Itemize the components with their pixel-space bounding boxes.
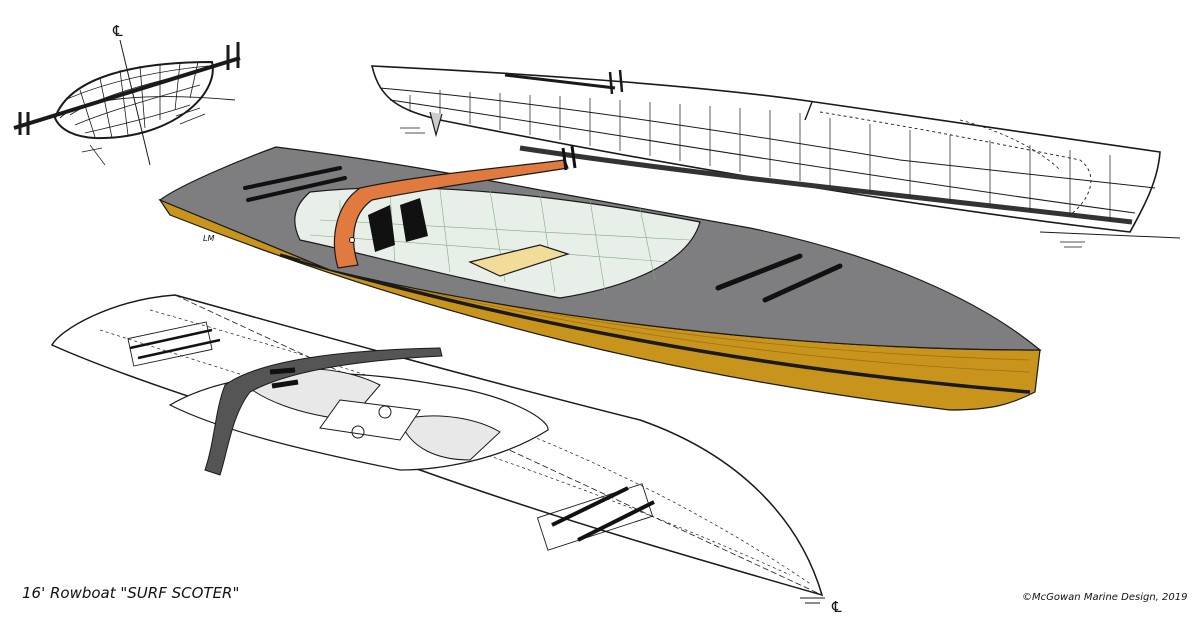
section-waterline <box>59 96 236 119</box>
perspective-view <box>158 145 1042 411</box>
section-oar-beam <box>13 56 241 130</box>
section-centerline <box>119 39 151 166</box>
profile-baseline <box>1039 231 1181 239</box>
plan-seat-hole-2 <box>351 425 365 439</box>
plan-view <box>50 294 825 604</box>
section-view <box>13 39 241 166</box>
profile-sheer-line <box>379 87 1156 189</box>
plan-bow-straps <box>129 328 221 360</box>
section-waterlines <box>64 65 209 134</box>
profile-stations <box>409 90 1111 221</box>
perspective-foot-braces <box>368 198 428 252</box>
section-hull-outline <box>53 60 214 140</box>
perspective-rubstrake <box>279 253 1031 394</box>
perspective-oarlock <box>561 145 577 171</box>
plan-aft-well <box>399 415 501 461</box>
plan-outrigger <box>204 347 443 476</box>
profile-outrigger <box>504 73 616 90</box>
profile-deck-step <box>804 101 813 121</box>
profile-rubstrake <box>519 145 1133 225</box>
profile-hatching <box>400 127 1085 248</box>
perspective-cockpit <box>294 187 701 299</box>
profile-hidden-lines <box>819 111 1092 216</box>
section-hatching <box>81 107 206 166</box>
plan-seat <box>319 399 421 441</box>
profile-view <box>370 65 1181 248</box>
plan-foot-braces <box>269 367 299 389</box>
plan-seat-hole-1 <box>378 405 392 419</box>
drawing-title: 16' Rowboat "SURF SCOTER" <box>22 584 240 602</box>
section-centerline-mark: ℄ <box>112 22 123 40</box>
perspective-seat <box>468 244 570 277</box>
plan-hidden-lines <box>99 309 813 586</box>
plan-centerline-mark: ℄ <box>831 598 842 616</box>
plan-stern-hatch <box>536 483 654 551</box>
section-oarlocks <box>18 42 240 135</box>
copyright-notice: ©McGowan Marine Design, 2019 <box>1022 592 1188 603</box>
perspective-stern-straps <box>715 253 843 303</box>
profile-hidden-lines-2 <box>959 119 1061 171</box>
plan-baseline <box>800 597 825 604</box>
designer-initials: LM <box>203 234 215 243</box>
profile-skeg <box>429 111 443 138</box>
plan-stern-straps <box>551 486 655 542</box>
profile-oarlock <box>608 69 624 95</box>
perspective-bow-straps <box>243 166 347 202</box>
perspective-pin <box>349 237 355 243</box>
profile-chine-line <box>389 99 1136 214</box>
plan-bow-hatch <box>127 321 213 367</box>
